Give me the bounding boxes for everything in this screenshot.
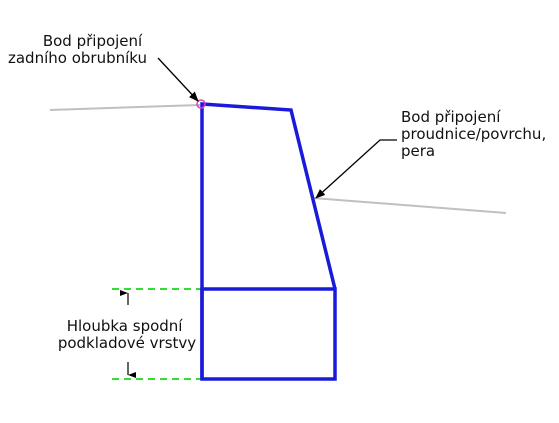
- flowline-label-line-2: proudnice/povrchu,: [401, 125, 546, 143]
- back-curb-label-line-1: Bod připojení: [43, 32, 143, 50]
- subbase-block: [200, 287, 337, 381]
- subbase-depth-label: Hloubka spodní podkladové vrstvy: [58, 317, 196, 352]
- flowline-label-line-1: Bod připojení: [401, 108, 501, 126]
- back-curb-label: Bod připojení zadního obrubníku: [8, 32, 147, 67]
- back-curb-label-line-2: zadního obrubníku: [8, 49, 147, 67]
- left-surface-line: [49, 104, 201, 111]
- curb-profile: [200, 102, 337, 379]
- right-surface-line: [312, 197, 507, 214]
- flowline-label: Bod připojení proudnice/povrchu, pera: [401, 108, 551, 160]
- flowline-leader: [315, 139, 397, 199]
- subbase-depth-label-line-2: podkladové vrstvy: [58, 334, 196, 352]
- subbase-depth-label-line-1: Hloubka spodní: [67, 317, 184, 335]
- back-curb-leader: [157, 57, 199, 102]
- back-curb-attachment-marker: [196, 99, 206, 109]
- flowline-label-line-3: pera: [401, 142, 435, 160]
